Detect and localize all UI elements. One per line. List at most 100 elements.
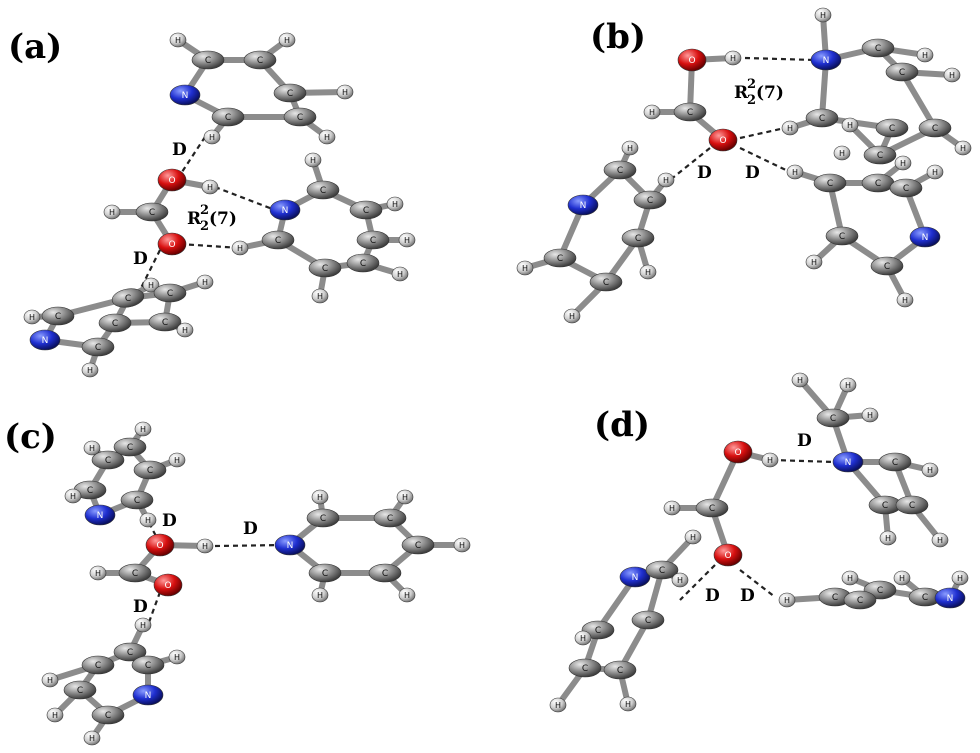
carbon-symbol: C — [819, 114, 825, 124]
oxygen-symbol: O — [168, 240, 175, 250]
oxygen-symbol: O — [688, 56, 695, 66]
hydrogen-symbol: H — [625, 700, 631, 709]
carbon-symbol: C — [709, 504, 715, 514]
hydrogen-atom: H — [574, 630, 592, 646]
hydrogen-symbol: H — [237, 244, 243, 253]
hydrogen-symbol: H — [867, 411, 873, 420]
hydrogen-atom: H — [781, 120, 799, 136]
hydrogen-symbol: H — [847, 574, 853, 583]
carbon-atom: C — [813, 173, 847, 193]
carbon-atom: C — [543, 248, 577, 268]
carbon-symbol: C — [322, 569, 328, 579]
carbon-symbol: C — [320, 514, 326, 524]
hydrogen-atom: H — [943, 67, 961, 83]
carbon-symbol: C — [875, 179, 881, 189]
carbon-symbol: C — [257, 56, 263, 66]
hydrogen-atom: H — [23, 309, 41, 325]
hydrogen-bond — [214, 543, 286, 548]
hydrogen-symbol: H — [70, 492, 76, 501]
nitrogen-symbol: N — [182, 91, 189, 101]
carbon-symbol: C — [205, 56, 211, 66]
hydrogen-symbol: H — [820, 11, 826, 20]
hydrogen-atom: H — [643, 104, 661, 120]
hydrogen-atom: H — [311, 489, 329, 505]
hydrogen-atom: H — [931, 532, 949, 548]
motif-superscript: 2 — [747, 77, 756, 92]
hydrogen-atom: H — [311, 587, 329, 603]
carbon-atom: C — [111, 288, 145, 308]
carbon-atom: C — [889, 178, 923, 198]
hydrogen-symbol: H — [47, 676, 53, 685]
hydrogen-symbol: H — [937, 536, 943, 545]
hydrogen-atom: H — [841, 117, 859, 133]
hydrogen-symbol: H — [175, 36, 181, 45]
panel-b-label: (b) — [590, 17, 646, 57]
hydrogen-symbol: H — [580, 634, 586, 643]
motif-base: R — [734, 83, 749, 103]
nitrogen-atom: N — [810, 49, 842, 71]
covalent-bond — [899, 69, 938, 131]
hydrogen-atom: H — [231, 240, 249, 256]
hydrogen-atom: H — [894, 155, 912, 171]
nitrogen-atom: N — [132, 684, 164, 706]
carbon-symbol: C — [95, 661, 101, 671]
carbon-atom: C — [631, 610, 665, 630]
carbon-atom: C — [306, 180, 340, 200]
hydrogen-atom: H — [64, 488, 82, 504]
hbond-label: D — [740, 586, 755, 606]
hydrogen-atom: H — [671, 572, 689, 588]
carbon-symbol: C — [287, 89, 293, 99]
hydrogen-atom: H — [516, 260, 534, 276]
panel-d-hbond-labels: D D D — [705, 431, 812, 606]
carbon-atom: C — [135, 202, 169, 222]
carbon-symbol: C — [167, 289, 173, 299]
hydrogen-bond — [771, 458, 836, 464]
carbon-symbol: C — [687, 108, 693, 118]
carbon-symbol: C — [617, 666, 623, 676]
hydrogen-symbol: H — [29, 313, 35, 322]
oxygen-symbol: O — [168, 176, 175, 186]
carbon-symbol: C — [55, 312, 61, 322]
hydrogen-atom: H — [318, 129, 336, 145]
hydrogen-symbol: H — [182, 326, 188, 335]
panel-a-hbond-labels: D D — [133, 140, 187, 269]
hydrogen-atom: H — [196, 274, 214, 290]
carbon-atom: C — [81, 337, 115, 357]
carbon-symbol: C — [112, 319, 118, 329]
hydrogen-atom: H — [278, 32, 296, 48]
hydrogen-symbol: H — [677, 576, 683, 585]
nitrogen-symbol: N — [632, 573, 639, 583]
hydrogen-atom: H — [621, 140, 639, 156]
carbon-symbol: C — [903, 184, 909, 194]
carbon-atom: C — [153, 283, 187, 303]
hydrogen-symbol: H — [649, 108, 655, 117]
carbon-atom: C — [673, 102, 707, 122]
hydrogen-symbol: H — [957, 574, 963, 583]
carbon-atom: C — [120, 490, 154, 510]
hydrogen-atom: H — [563, 308, 581, 324]
hydrogen-atom: H — [396, 489, 414, 505]
hydrogen-symbol: H — [202, 542, 208, 551]
carbon-symbol: C — [363, 206, 369, 216]
panel-b-hbond-labels: D D — [697, 163, 760, 183]
carbon-atom: C — [401, 535, 435, 555]
hbond-label: D — [133, 249, 148, 269]
carbon-atom: C — [603, 660, 637, 680]
panel-b-ring-motif: R 2 2 (7) — [734, 77, 784, 108]
hydrogen-atom: H — [89, 565, 107, 581]
hydrogen-symbol: H — [392, 200, 398, 209]
hydrogen-bond — [739, 569, 776, 598]
carbon-symbol: C — [839, 232, 845, 242]
hbond-label: D — [705, 586, 720, 606]
hydrogen-atom: H — [639, 264, 657, 280]
carbon-atom: C — [878, 452, 912, 472]
carbon-symbol: C — [415, 541, 421, 551]
nitrogen-symbol: N — [580, 201, 587, 211]
hydrogen-atom: H — [896, 292, 914, 308]
carbon-atom: C — [589, 272, 623, 292]
nitrogen-symbol: N — [823, 56, 830, 66]
hydrogen-symbol: H — [839, 149, 845, 158]
carbon-symbol: C — [932, 124, 938, 134]
carbon-atom: C — [113, 642, 147, 662]
